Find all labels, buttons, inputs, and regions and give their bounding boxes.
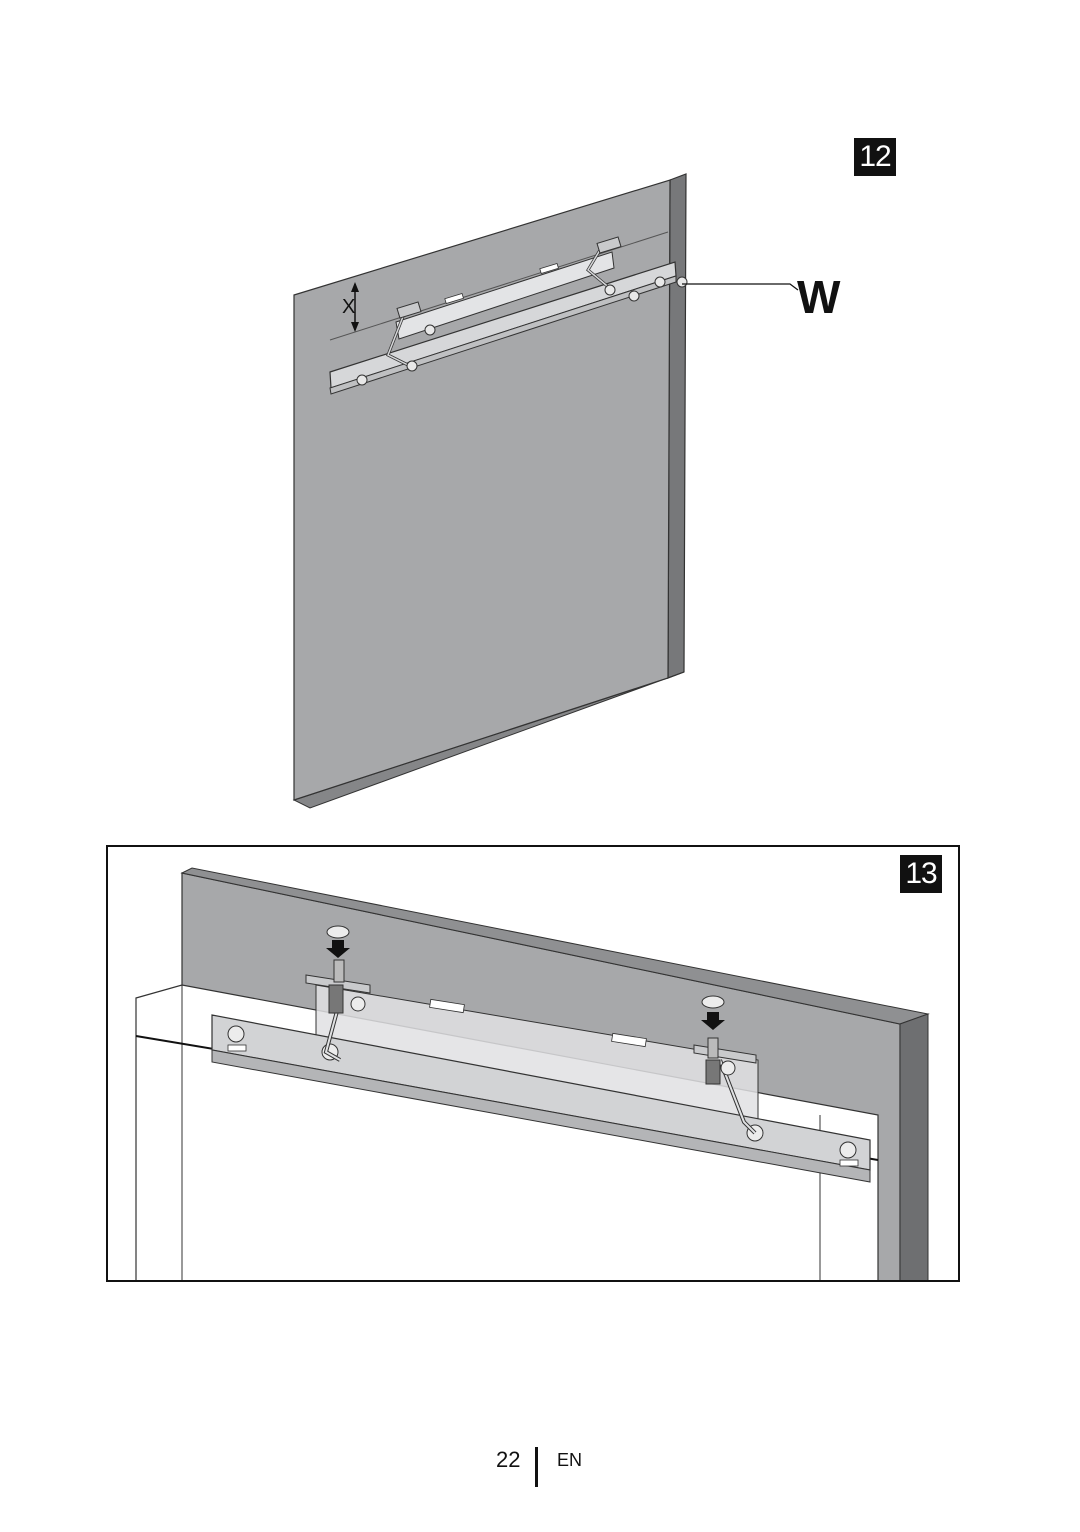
dimension-x-marker bbox=[351, 282, 359, 332]
footer-divider bbox=[535, 1447, 538, 1487]
dimension-label: X bbox=[342, 296, 356, 318]
mounting-rail bbox=[211, 1014, 871, 1183]
reference-line bbox=[329, 231, 669, 341]
door-panel-edge bbox=[667, 173, 687, 679]
callout-leader-line bbox=[682, 283, 799, 291]
page-number: 22 bbox=[496, 1447, 521, 1472]
step-number-badge: 12 bbox=[854, 138, 896, 176]
language-code: EN bbox=[557, 1450, 583, 1470]
door-panel-edge bbox=[899, 1013, 929, 1280]
screw-assembly-left bbox=[305, 925, 371, 1014]
door-panel bbox=[293, 179, 671, 801]
figure-13-illustration bbox=[106, 845, 960, 1282]
step-number-badge: 13 bbox=[900, 855, 942, 893]
figure-12-illustration bbox=[292, 173, 799, 809]
callout-label: W bbox=[797, 271, 841, 323]
screw-assembly-right bbox=[693, 995, 757, 1085]
page-footer: 22 EN bbox=[0, 1447, 1080, 1487]
hinge-bracket bbox=[329, 236, 688, 395]
figure-13-frame bbox=[106, 845, 960, 1282]
